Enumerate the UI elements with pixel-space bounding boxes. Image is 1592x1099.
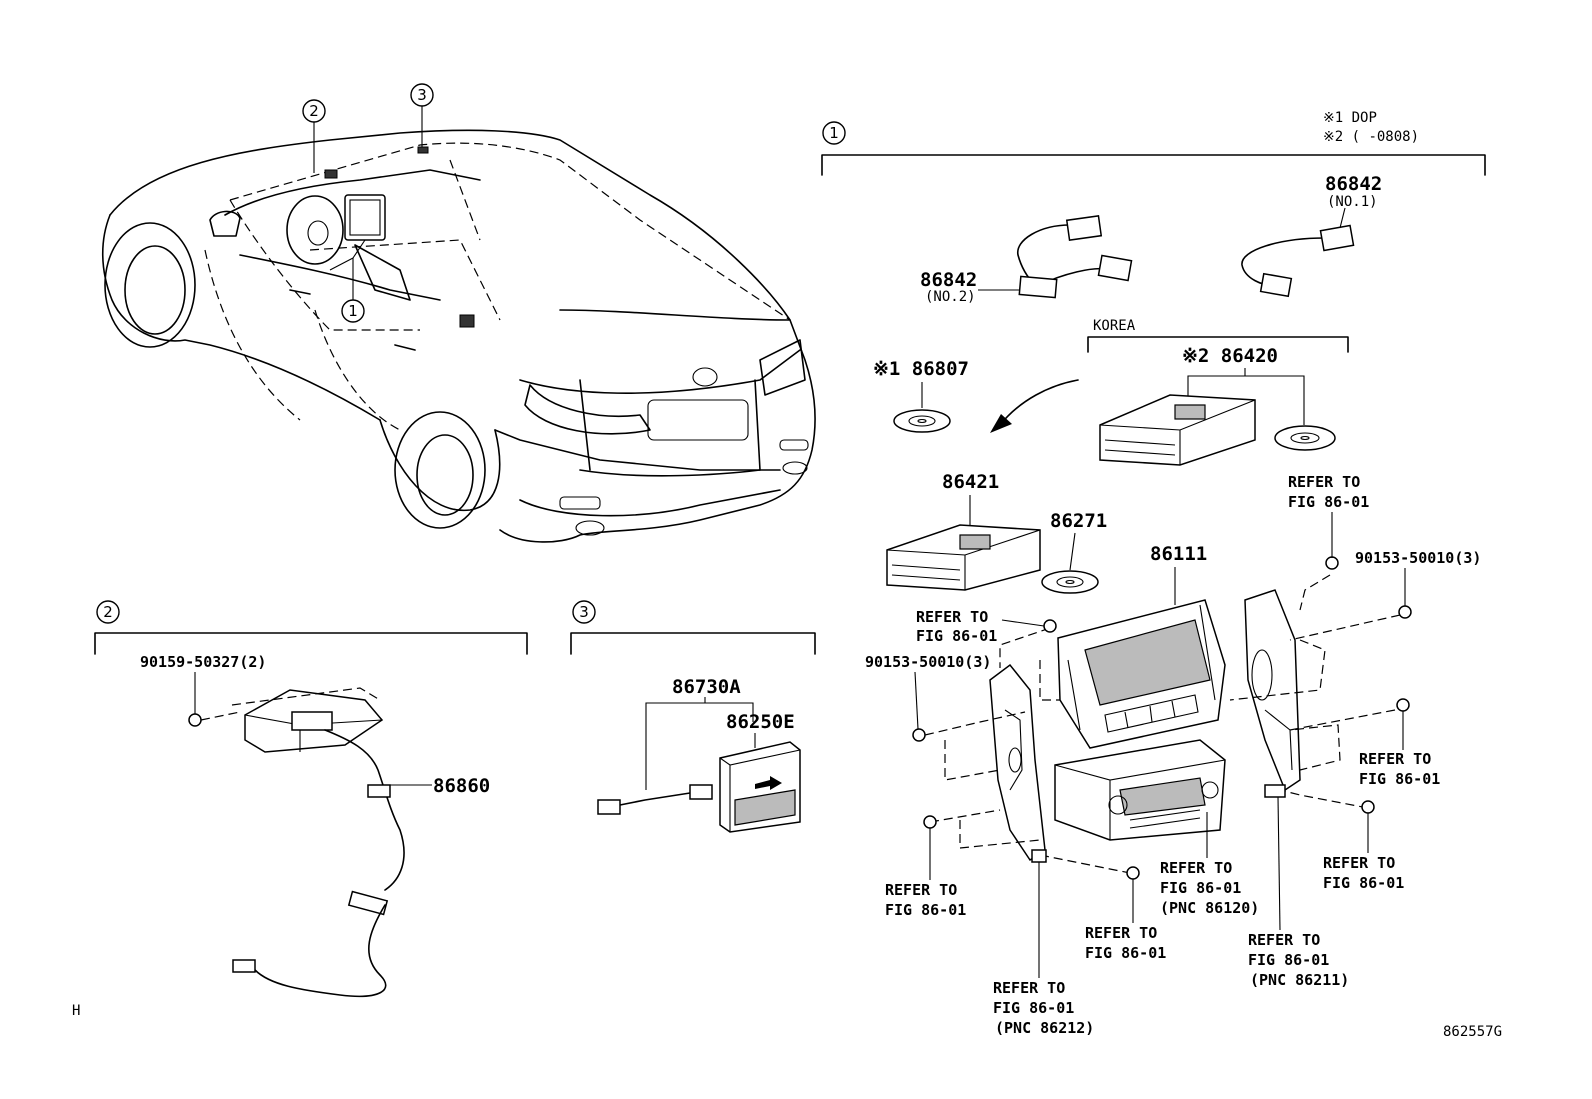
label-86111: 86111 [1150, 543, 1207, 565]
svg-text:FIG 86-01: FIG 86-01 [1323, 874, 1404, 892]
gps-module-86860 [231, 687, 432, 998]
callout-2-car: 2 [302, 99, 326, 123]
svg-text:REFER TO: REFER TO [916, 608, 988, 626]
label-86860: 86860 [433, 775, 490, 797]
label-korea: KOREA [1093, 318, 1136, 334]
callout-3-header: 3 [579, 603, 589, 621]
svg-text:FIG 86-01: FIG 86-01 [885, 901, 966, 919]
svg-text:1: 1 [348, 302, 358, 320]
cd-changer-86421 [886, 524, 1041, 591]
section-3: 3 86730A 86250E [570, 600, 816, 833]
svg-text:REFER TO: REFER TO [1323, 854, 1395, 872]
svg-text:2: 2 [309, 102, 319, 120]
label-86807: ※1 86807 [873, 358, 969, 380]
ref-left-low: REFER TO FIG 86-01 [885, 828, 966, 919]
note-date: ※2 ( -0808) [1323, 129, 1419, 145]
svg-text:FIG 86-01: FIG 86-01 [1359, 770, 1440, 788]
svg-text:(PNC 86211): (PNC 86211) [1250, 971, 1349, 989]
ref-right-low: REFER TO FIG 86-01 [1323, 813, 1404, 892]
arrow-icon [755, 776, 782, 790]
svg-text:REFER TO: REFER TO [993, 979, 1065, 997]
callout-1-car: 1 [341, 299, 365, 323]
ref-left-upper: REFER TO FIG 86-01 [916, 608, 1045, 645]
label-86842-no2-sub: (NO.2) [925, 289, 976, 305]
aux-cable [597, 784, 713, 815]
svg-text:REFER TO: REFER TO [1160, 859, 1232, 877]
svg-text:REFER TO: REFER TO [1248, 931, 1320, 949]
ref-bottom-center: REFER TO FIG 86-01 [1085, 879, 1166, 962]
svg-text:FIG 86-01: FIG 86-01 [916, 627, 997, 645]
ref-right-mid: REFER TO FIG 86-01 [1359, 711, 1440, 788]
svg-text:FIG 86-01: FIG 86-01 [1085, 944, 1166, 962]
label-86842-no1: 86842 [1325, 173, 1382, 195]
label-86271: 86271 [1050, 510, 1107, 532]
ref-top-right: REFER TO FIG 86-01 [1288, 473, 1369, 558]
diagram-code: 862557G [1443, 1024, 1502, 1040]
harness-86842-no1 [1241, 224, 1355, 298]
label-86250E: 86250E [726, 711, 795, 733]
car-illustration [101, 106, 816, 543]
label-86842-no2: 86842 [920, 269, 977, 291]
label-86421: 86421 [942, 471, 999, 493]
label-90153-left: 90153-50010(3) [865, 653, 991, 671]
label-90153-right: 90153-50010(3) [1355, 549, 1481, 567]
disc-86420 [1274, 425, 1336, 451]
ref-pnc-86120: REFER TO FIG 86-01 (PNC 86120) [1160, 812, 1259, 917]
ref-pnc-86211: REFER TO FIG 86-01 (PNC 86211) [1248, 796, 1349, 989]
label-86842-no1-sub: (NO.1) [1327, 194, 1378, 210]
note-dop: ※1 DOP [1323, 110, 1377, 126]
section-1: 1 ※1 DOP ※2 ( -0808) 86842 (NO.1) 86842 … [821, 110, 1486, 1037]
svg-text:REFER TO: REFER TO [885, 881, 957, 899]
disc-86271 [1041, 570, 1099, 594]
svg-text:3: 3 [417, 86, 427, 104]
svg-text:FIG 86-01: FIG 86-01 [1288, 493, 1369, 511]
svg-text:REFER TO: REFER TO [1288, 473, 1360, 491]
svg-text:(PNC 86120): (PNC 86120) [1160, 899, 1259, 917]
label-86420: ※2 86420 [1182, 345, 1278, 367]
footer-mark: H [72, 1003, 80, 1019]
arrow-icon [990, 379, 1079, 433]
svg-text:REFER TO: REFER TO [1085, 924, 1157, 942]
section-2: 2 90159-50327(2) 86860 [94, 600, 528, 998]
cd-changer-86420 [1099, 394, 1256, 466]
svg-text:FIG 86-01: FIG 86-01 [1160, 879, 1241, 897]
harness-86842-no2 [1017, 215, 1133, 299]
label-90159: 90159-50327(2) [140, 653, 266, 671]
head-unit-assembly [912, 556, 1412, 880]
callout-2-header: 2 [103, 603, 113, 621]
svg-text:REFER TO: REFER TO [1359, 750, 1431, 768]
callout-1-header: 1 [829, 124, 839, 142]
svg-text:FIG 86-01: FIG 86-01 [993, 999, 1074, 1017]
aux-adapter-86250E [719, 741, 801, 833]
svg-text:FIG 86-01: FIG 86-01 [1248, 951, 1329, 969]
ref-pnc-86212: REFER TO FIG 86-01 (PNC 86212) [993, 862, 1094, 1037]
disc-86807 [893, 409, 951, 433]
callout-3-car: 3 [410, 83, 434, 107]
label-86730A: 86730A [672, 676, 741, 698]
svg-text:(PNC 86212): (PNC 86212) [995, 1019, 1094, 1037]
